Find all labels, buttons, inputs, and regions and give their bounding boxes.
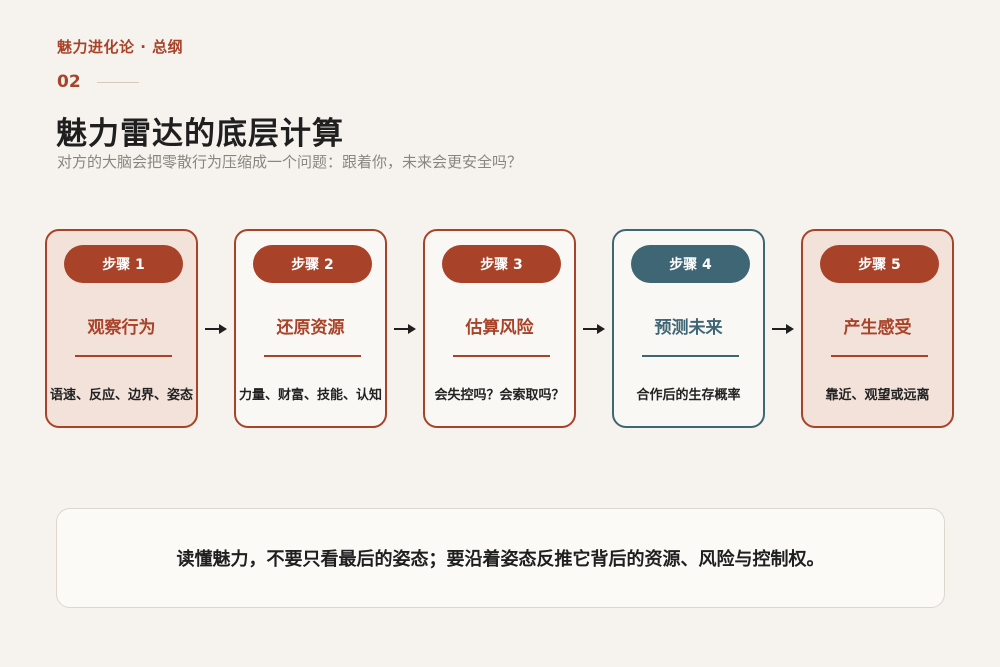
step-badge-1: 步骤 1: [64, 245, 183, 283]
step-title-1: 观察行为: [87, 318, 156, 338]
summary-box: 读懂魅力，不要只看最后的姿态；要沿着姿态反推它背后的资源、风险与控制权。: [56, 508, 945, 608]
page-number-rule: [97, 82, 139, 83]
step-desc-2: 力量、财富、技能、认知: [238, 388, 382, 403]
step-title-5: 产生感受: [843, 318, 912, 338]
step-desc-3: 会失控吗？会索取吗？: [434, 388, 565, 403]
step-card-1: 步骤 1 观察行为 语速、反应、边界、姿态: [45, 229, 198, 428]
kicker: 魅力进化论 · 总纲: [57, 38, 184, 56]
summary-text: 读懂魅力，不要只看最后的姿态；要沿着姿态反推它背后的资源、风险与控制权。: [176, 549, 825, 570]
page-subtitle: 对方的大脑会把零散行为压缩成一个问题：跟着你，未来会更安全吗？: [57, 153, 523, 171]
step-divider-2: [264, 355, 361, 357]
step-badge-2: 步骤 2: [253, 245, 372, 283]
arrow-right-icon: [772, 324, 794, 334]
step-card-2: 步骤 2 还原资源 力量、财富、技能、认知: [234, 229, 387, 428]
step-divider-4: [642, 355, 739, 357]
step-title-2: 还原资源: [276, 318, 345, 338]
step-card-5: 步骤 5 产生感受 靠近、观望或远离: [801, 229, 954, 428]
step-desc-1: 语速、反应、边界、姿态: [49, 388, 193, 403]
step-badge-3: 步骤 3: [442, 245, 561, 283]
step-divider-1: [75, 355, 172, 357]
step-card-4: 步骤 4 预测未来 合作后的生存概率: [612, 229, 765, 428]
page-title: 魅力雷达的底层计算: [56, 116, 344, 152]
step-title-4: 预测未来: [654, 318, 723, 338]
arrow-right-icon: [583, 324, 605, 334]
arrow-right-icon: [394, 324, 416, 334]
step-desc-5: 靠近、观望或远离: [825, 388, 930, 403]
step-card-3: 步骤 3 估算风险 会失控吗？会索取吗？: [423, 229, 576, 428]
step-divider-3: [453, 355, 550, 357]
step-badge-5: 步骤 5: [820, 245, 939, 283]
step-title-3: 估算风险: [465, 318, 534, 338]
arrow-right-icon: [205, 324, 227, 334]
step-badge-4: 步骤 4: [631, 245, 750, 283]
page-number: 02: [57, 72, 81, 92]
step-desc-4: 合作后的生存概率: [636, 388, 741, 403]
step-divider-5: [831, 355, 928, 357]
